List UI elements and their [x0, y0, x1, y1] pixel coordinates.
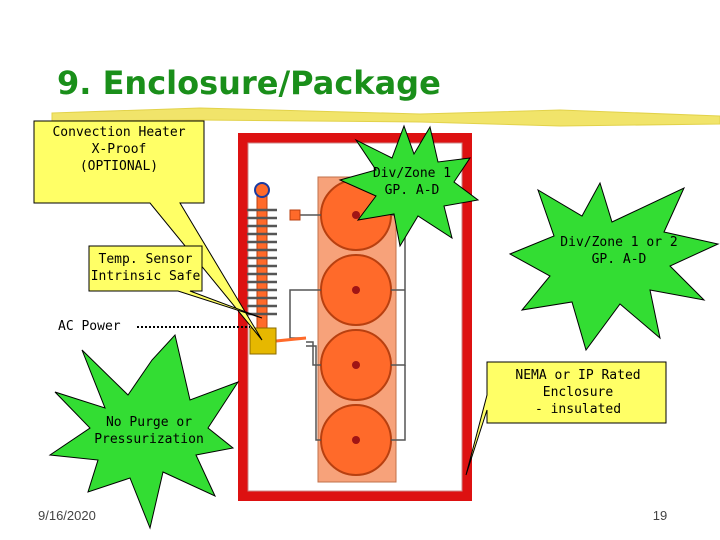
- nema-text: NEMA or IP Rated Enclosure - insulated: [515, 368, 641, 417]
- page-number: 19: [652, 508, 668, 523]
- title-underline: [51, 107, 720, 127]
- div-zone-1-text: Div/Zone 1 GP. A-D: [372, 166, 452, 198]
- motor-4: [320, 404, 392, 476]
- callout-temp-shape: [88, 245, 263, 319]
- callout-temp-text: Temp. Sensor Intrinsic Safe: [90, 252, 201, 284]
- ac-power-label: AC Power: [58, 319, 121, 334]
- callout-nema-shape: [465, 361, 667, 476]
- callout-heater-text: Convection Heater X-Proof (OPTIONAL): [52, 125, 186, 174]
- terminal-1: [289, 209, 301, 221]
- starburst-no-purge: [48, 333, 240, 530]
- starburst-div-zone-1-or-2: [508, 181, 720, 352]
- callout-heater-shape: [33, 120, 263, 341]
- slide-title: 9. Enclosure/Package: [57, 64, 441, 102]
- div-zone-1-or-2-text: Div/Zone 1 or 2 GP. A-D: [560, 235, 678, 267]
- starburst-div-zone-1: [338, 124, 480, 248]
- motor-2: [320, 254, 392, 326]
- no-purge-text: No Purge or Pressurization: [94, 415, 204, 447]
- slide-date: 9/16/2020: [38, 508, 96, 523]
- heater-lead: [275, 336, 307, 343]
- convection-heater: [247, 182, 277, 355]
- motor-3: [320, 329, 392, 401]
